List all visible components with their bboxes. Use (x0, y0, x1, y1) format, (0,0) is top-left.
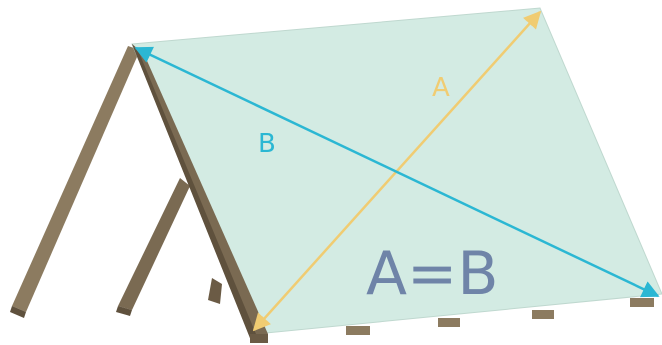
equation-label: A=B (366, 239, 498, 309)
diagonal-b-label: B (258, 129, 276, 159)
purlin-stub-1 (346, 326, 370, 335)
purlin-stub-2 (438, 318, 460, 327)
middle-rafter-stub (208, 278, 222, 304)
purlin-stub-3 (532, 310, 554, 319)
rear-rafter-left-side (116, 306, 132, 316)
front-rafter-left-side (10, 306, 26, 318)
front-rafter-left (12, 46, 140, 312)
diagonal-b-line (134, 46, 660, 298)
rear-rafter-left (118, 178, 190, 310)
purlin-stub-4 (630, 298, 654, 307)
diagonal-a-label: A (432, 73, 450, 103)
purlin-stub-0 (250, 334, 268, 343)
